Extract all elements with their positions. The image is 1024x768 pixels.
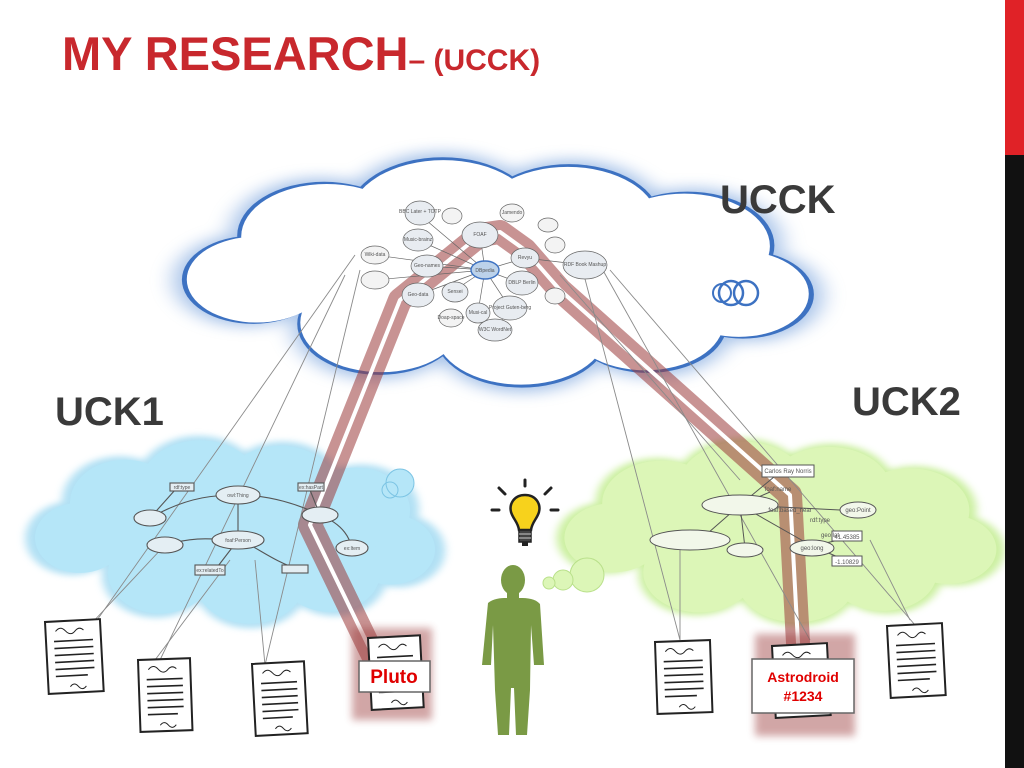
uck2-node-label: geo:long xyxy=(800,546,823,552)
ucck-label: UCCK xyxy=(720,178,836,222)
ucck-node-labels: BBC Later + TOTP Music-brainz Geo-names … xyxy=(365,209,607,333)
title-main: MY RESEARCH xyxy=(62,27,409,80)
astrodroid-label-line1: Astrodroid xyxy=(767,669,839,685)
document-icon xyxy=(885,622,947,699)
pluto-document: Pluto xyxy=(352,628,432,720)
uck2-node-label: 41.45385 xyxy=(834,535,860,541)
uck1-node-label: owl:Thing xyxy=(227,493,249,499)
uck1-node-label: foaf:Person xyxy=(225,538,251,544)
uck2-node-label: -1.10829 xyxy=(835,560,859,566)
document-icons xyxy=(43,618,947,737)
document-icon xyxy=(653,639,714,715)
side-bar xyxy=(1005,155,1024,768)
document-icon xyxy=(43,618,105,695)
uck2-node-label: foaf:based_near xyxy=(768,508,811,514)
ucck-node-label: Geo-names xyxy=(414,263,441,269)
slide-title: MY RESEARCH– (UCCK) xyxy=(62,30,540,77)
uck1-node-labels: owl:Thing foaf:Person rdf:type ex:hasPar… xyxy=(174,485,361,574)
ucck-graph xyxy=(360,200,608,342)
uck1-cloud xyxy=(25,435,446,629)
ucck-node-label: DBpedia xyxy=(475,268,494,274)
uck2-node-labels: Carlos Ray Norris foaf:name foaf:based_n… xyxy=(764,469,871,566)
uck1-node-label: ex:relatedTo xyxy=(196,568,223,574)
uck2-graph xyxy=(649,464,877,567)
ucck-cloud xyxy=(174,152,823,393)
uck2-node-label: Carlos Ray Norris xyxy=(764,469,811,475)
document-icon xyxy=(136,657,194,733)
thought-bubble-icon xyxy=(542,557,605,593)
uck2-node-label: geo:Point xyxy=(845,508,871,514)
uck1-node-label: rdf:type xyxy=(174,485,191,491)
person-silhouette-icon xyxy=(482,565,544,735)
uck1-node-label: ex:hasPart xyxy=(299,485,324,491)
ucck-node-label: Geo-data xyxy=(408,292,429,298)
uck1-node-label: ex:Item xyxy=(344,546,360,552)
ucck-node-label: Jamendo xyxy=(502,210,523,216)
uck2-node-label: geo:lat xyxy=(821,533,839,539)
ucck-node-label: Wiki-data xyxy=(365,252,386,258)
ucck-node-label: Sensei xyxy=(447,289,462,295)
astrodroid-label-line2: #1234 xyxy=(784,688,823,704)
accent-bar xyxy=(1005,0,1024,155)
uck2-node-label: rdf:type xyxy=(810,518,831,524)
uck2-label: UCK2 xyxy=(852,380,961,424)
document-icon xyxy=(250,660,309,737)
astrodroid-document: Astrodroid #1234 xyxy=(751,634,855,736)
uck1-graph xyxy=(133,482,369,576)
connector-lines xyxy=(89,254,916,666)
ucck-node-label: Revyu xyxy=(518,255,532,261)
ucck-node-label: Musi-cal xyxy=(469,310,488,316)
ucck-node-label: DBLP Berlin xyxy=(508,280,535,286)
ucck-node-label: BBC Later + TOTP xyxy=(399,209,442,215)
uck1-label: UCK1 xyxy=(55,390,164,434)
ucck-node-label: W3C WordNet xyxy=(479,327,512,333)
uck2-node-label: foaf:name xyxy=(765,487,792,493)
lightbulb-icon xyxy=(490,478,560,546)
ucck-node-label: Project Guten-berg xyxy=(489,305,531,311)
ucck-node-label: RDF Book Mashup xyxy=(564,262,606,268)
ucck-node-label: Music-brainz xyxy=(404,237,433,243)
pluto-label: Pluto xyxy=(370,667,418,688)
ucck-node-label: Doap-space xyxy=(438,315,465,321)
ucck-node-label: FOAF xyxy=(473,232,486,238)
title-suffix: – (UCCK) xyxy=(408,44,541,77)
